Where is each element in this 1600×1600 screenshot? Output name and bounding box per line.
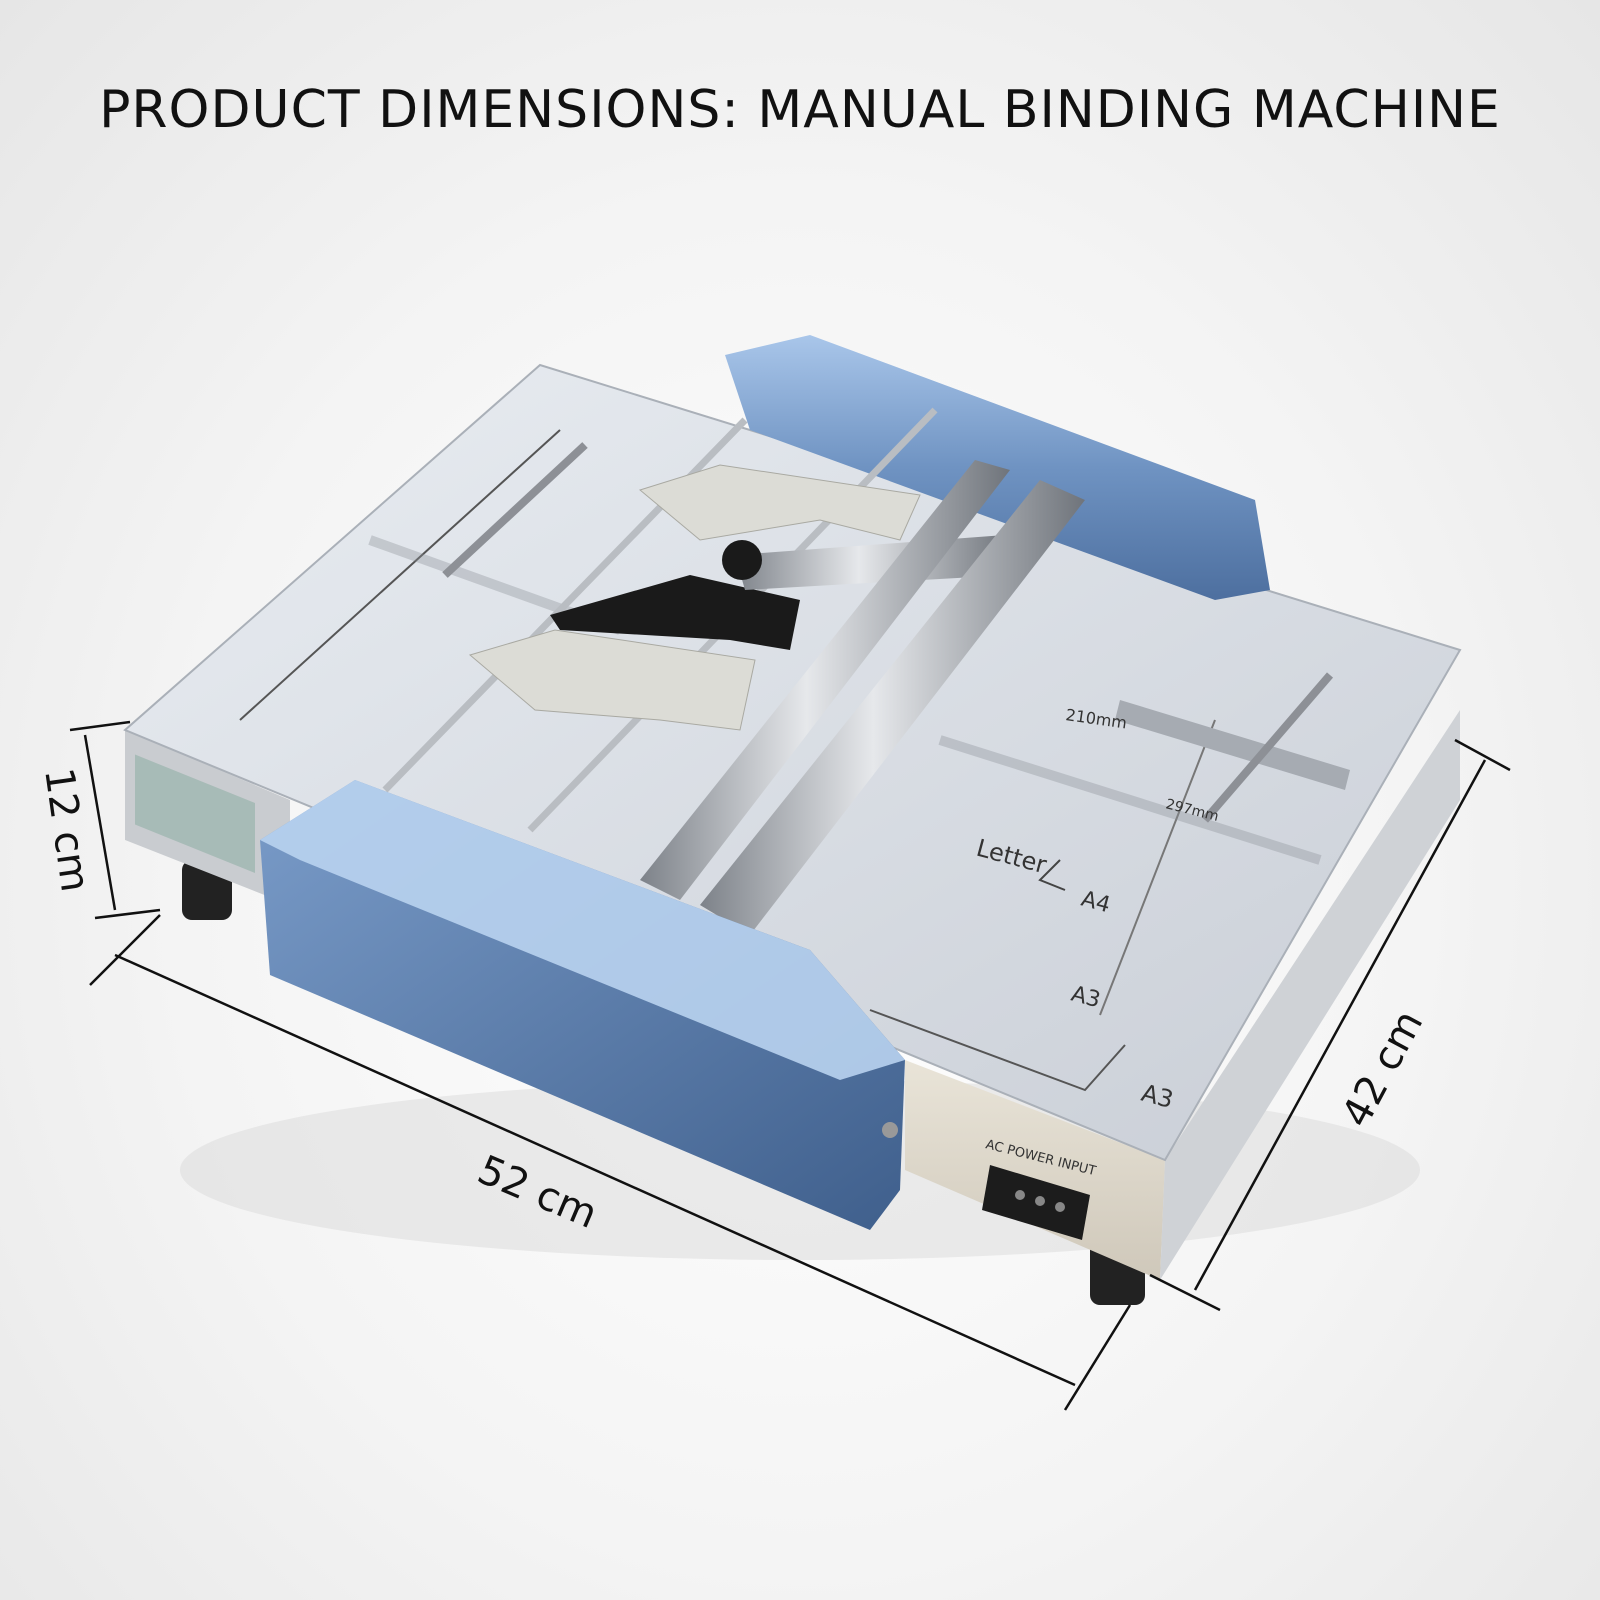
front-housing-top — [260, 780, 905, 1080]
height-label: 12 cm — [35, 765, 98, 895]
paper-stop-right-arm — [1201, 672, 1334, 823]
paper-stop-left — [442, 442, 588, 578]
depth-dimension-line — [1193, 759, 1487, 1291]
dimension-lines — [69, 720, 1511, 1411]
height-tick-bottom — [94, 908, 161, 920]
socket-pin — [1015, 1190, 1025, 1200]
socket-pin — [1055, 1202, 1065, 1212]
depth-label: 42 cm — [1333, 1003, 1432, 1135]
socket-pin — [1035, 1196, 1045, 1206]
depth-tick-bottom — [1149, 1273, 1221, 1312]
housing-screw — [882, 1122, 898, 1138]
width-dimension-line — [114, 953, 1076, 1387]
page-title: PRODUCT DIMENSIONS: MANUAL BINDING MACHI… — [99, 80, 1501, 140]
width-tick-right — [1063, 1304, 1132, 1411]
control-label — [135, 754, 255, 874]
guide-line — [1099, 719, 1216, 1016]
depth-tick-top — [1454, 738, 1511, 772]
guide-line — [1038, 859, 1066, 891]
stapler-head-rear — [638, 464, 921, 541]
width-tick-left — [89, 914, 161, 986]
roller-1 — [640, 460, 1010, 900]
stapler-head-front — [468, 629, 756, 731]
roller-2 — [700, 480, 1085, 935]
right-panel — [1160, 710, 1460, 1280]
ruler-strip — [938, 735, 1322, 865]
guide-line — [869, 1009, 1126, 1092]
handle-pivot — [722, 540, 762, 580]
height-dimension-line — [83, 734, 117, 911]
paper-stop-right — [1115, 700, 1350, 790]
front-panel — [905, 1060, 1165, 1280]
guide-line — [239, 429, 561, 721]
handle-lever[interactable] — [550, 575, 800, 650]
height-tick-top — [69, 720, 131, 732]
